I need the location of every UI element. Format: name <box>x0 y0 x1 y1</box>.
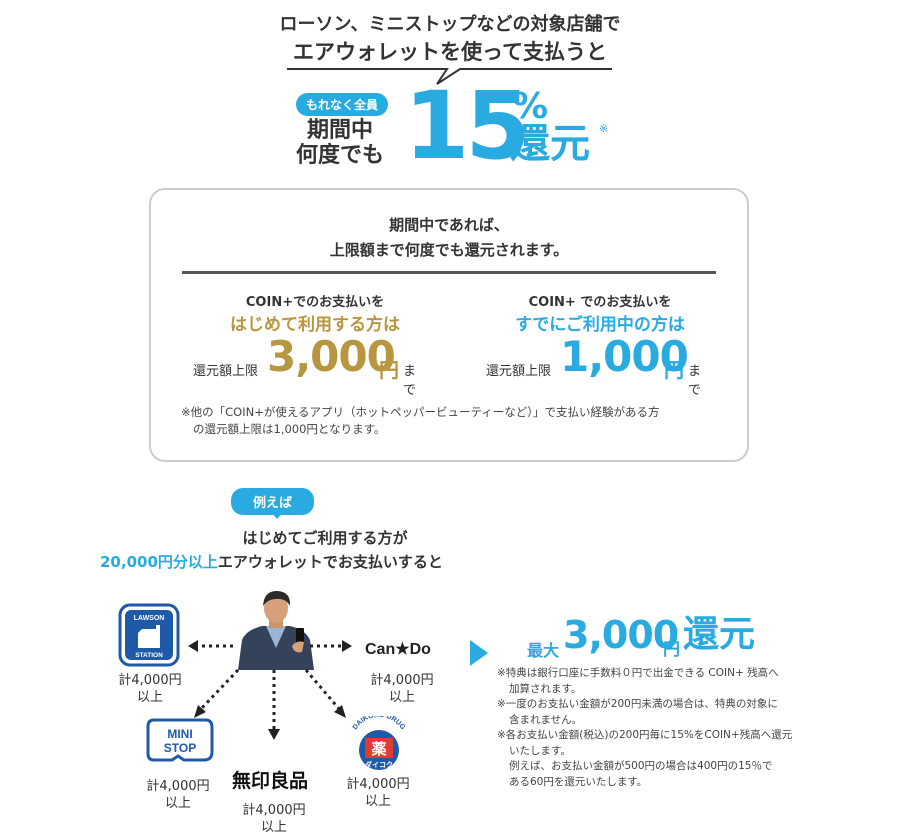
example-badge-label: 例えば <box>231 488 315 515</box>
period-text: 期間中 何度でも <box>290 118 390 168</box>
headline-line1: ローソン、ミニストップなどの対象店舗で <box>279 14 621 35</box>
example-line2-rest: エアウォレットでお支払いすると <box>217 553 443 571</box>
existing-amount: 1,000 <box>560 332 689 381</box>
lawson-station-logo: LAWSON STATION <box>118 603 180 667</box>
box-note: ※他の「COIN+が使えるアプリ（ホットペッパービューティーなど）」で支払い経験… <box>181 404 741 438</box>
first-time-suffix: まで <box>403 364 417 398</box>
result-note-1-cont: 加算されます。 <box>509 682 582 695</box>
percent-sign: % <box>512 86 549 127</box>
svg-text:STATION: STATION <box>135 652 163 659</box>
store-cando-min: 以上 <box>388 690 415 705</box>
box-divider <box>182 271 716 274</box>
result-prefix: 最大 <box>527 641 560 660</box>
example-line1: はじめてご利用する方が <box>242 529 408 547</box>
svg-text:MINI: MINI <box>167 727 192 741</box>
first-time-line1: COIN+でのお支払いを <box>245 295 385 310</box>
everyone-badge: もれなく全員 <box>296 93 389 116</box>
box-note-line1: ※他の「COIN+が使えるアプリ（ホットペッパービューティーなど）」で支払い経験… <box>181 405 660 419</box>
store-cando-amount-value: 計4,000円 <box>370 673 434 688</box>
existing-limit-label: 還元額上限 <box>486 364 552 379</box>
result-note-3-example-cont: ある60円を還元いたします。 <box>509 775 648 788</box>
store-daikoku-amount-value: 計4,000円 <box>346 777 410 792</box>
store-ministop-min: 以上 <box>164 796 191 811</box>
daikoku-drug-logo: DAIKOKU DRUG 薬 ダイコク <box>352 716 407 770</box>
percent-number: 15 <box>404 72 531 181</box>
svg-text:薬: 薬 <box>370 740 386 758</box>
result-note-3: ※各お支払い金額(税込)の200円毎に15%をCOIN+残高へ還元 <box>497 729 793 741</box>
first-time-unit: 円 <box>379 358 399 382</box>
svg-text:ダイコク: ダイコク <box>365 760 393 769</box>
example-line2-highlight: 20,000円分以上 <box>100 553 218 571</box>
result-note-3-example: 例えば、お支払い金額が500円の場合は400円の15％で <box>509 760 773 772</box>
headline-line2: エアウォレットを使って支払うと <box>293 40 607 64</box>
store-lawson-amount-value: 計4,000円 <box>118 673 182 688</box>
store-lawson-min: 以上 <box>136 690 163 705</box>
result-note-3-cont: いたします。 <box>509 744 571 757</box>
store-daikoku-amount: 計4,000円 以上 <box>338 776 418 810</box>
svg-text:STOP: STOP <box>164 741 196 755</box>
everyone-badge-label: もれなく全員 <box>296 93 389 116</box>
box-note-line2: の還元額上限は1,000円となります。 <box>193 422 386 436</box>
store-cando-amount: 計4,000円 以上 <box>362 672 442 706</box>
existing-suffix: まで <box>688 364 702 398</box>
result-note-2: ※一度のお支払い金額が200円未満の場合は、特典の対象に <box>497 698 778 710</box>
store-lawson-amount: 計4,000円 以上 <box>110 672 190 706</box>
period-line2: 何度でも <box>295 143 384 168</box>
svg-text:LAWSON: LAWSON <box>134 615 165 622</box>
example-badge: 例えば <box>231 488 315 515</box>
result-unit: 円 <box>663 640 680 660</box>
store-ministop-amount-value: 計4,000円 <box>146 779 210 794</box>
store-ministop-amount: 計4,000円 以上 <box>138 778 218 812</box>
first-time-amount: 3,000 <box>267 332 396 381</box>
result-arrow-icon <box>470 640 488 666</box>
person-with-phone-illustration <box>238 590 314 670</box>
percent-word: 還元 <box>510 121 590 167</box>
result-notes: ※特典は銀行口座に手数料０円で出金できる COIN+ 残高へ 加算されます。 ※… <box>497 666 817 790</box>
existing-unit: 円 <box>664 358 684 382</box>
existing-line1: COIN+ でのお支払いを <box>528 295 672 310</box>
store-muji-min: 以上 <box>260 820 287 835</box>
example-line2: 20,000円分以上エアウォレットでお支払いすると <box>100 551 443 572</box>
reward-limit-box <box>149 188 749 462</box>
result-max-reward: 最大 3,000 円 還元 <box>527 613 787 660</box>
percent-asterisk: ※ <box>599 122 609 135</box>
box-intro-line2: 上限額まで何度でも還元されます。 <box>329 241 569 259</box>
result-word: 還元 <box>683 614 756 655</box>
store-muji-amount: 計4,000円 以上 <box>234 802 314 836</box>
svg-text:DAIKOKU DRUG: DAIKOKU DRUG <box>352 716 407 732</box>
box-intro: 期間中であれば、 上限額まで何度でも還元されます。 <box>149 213 749 263</box>
box-intro-line1: 期間中であれば、 <box>389 216 509 234</box>
muji-logo: 無印良品 <box>232 770 309 792</box>
speech-divider <box>287 68 612 85</box>
ministop-logo: MINI STOP <box>146 718 214 762</box>
store-muji-amount-value: 計4,000円 <box>242 803 306 818</box>
store-daikoku-min: 以上 <box>364 794 391 809</box>
cando-logo: Can★Do <box>365 641 431 658</box>
existing-line2: すでにご利用中の方は <box>515 315 685 335</box>
period-line1: 期間中 <box>306 118 373 143</box>
result-note-2-cont: 含まれません。 <box>509 713 583 726</box>
result-amount: 3,000 <box>563 613 679 657</box>
first-time-limit-label: 還元額上限 <box>193 364 259 379</box>
dotted-arrows <box>188 640 352 740</box>
first-time-line2: はじめて利用する方は <box>230 315 400 335</box>
result-note-1: ※特典は銀行口座に手数料０円で出金できる COIN+ 残高へ <box>497 667 779 679</box>
example-badge-pointer <box>271 512 283 519</box>
